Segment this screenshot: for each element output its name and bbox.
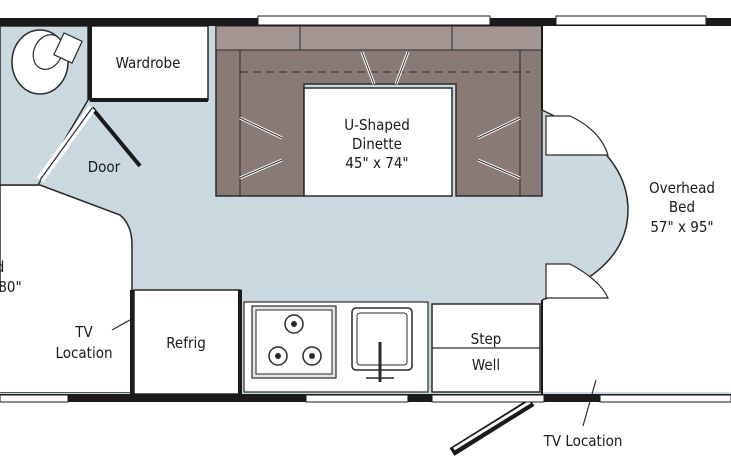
dinette-name-line1: U-Shaped (344, 116, 410, 134)
cab-seat-icon (545, 115, 609, 299)
dinette-table (303, 87, 453, 197)
overhead-bed-name-line2: Bed (669, 198, 695, 216)
step-well-line2: Well (472, 356, 500, 374)
door-label: Door (88, 158, 121, 176)
door-icon (36, 105, 142, 183)
tv-location-left-line1: TV (74, 323, 93, 341)
window (0, 15, 731, 403)
tv-location-left-line2: Location (55, 344, 112, 362)
tv-location-bottom-label: TV Location (543, 432, 623, 450)
overhead-bed-name-line1: Overhead (649, 179, 715, 197)
sink-icon (351, 307, 413, 382)
rear-bed-size-fragment: 80" (0, 278, 22, 296)
stove-icon (251, 305, 337, 379)
rear-bed-label-fragment: d (0, 258, 4, 276)
refrigerator-label: Refrig (166, 334, 206, 352)
dinette-size: 45" x 74" (345, 154, 408, 172)
dinette-name-line2: Dinette (352, 135, 402, 153)
entry-door-icon (449, 398, 535, 456)
tv-pointer-bottom (582, 379, 597, 427)
wardrobe-label: Wardrobe (116, 54, 181, 72)
step-well-line1: Step (471, 330, 502, 348)
tv-pointer-left (111, 319, 131, 331)
overhead-bed-size: 57" x 95" (650, 218, 713, 236)
tv-cabinet-left (0, 292, 132, 392)
refrigerator (133, 289, 241, 395)
dinette-backrest (215, 25, 543, 51)
toilet-icon (11, 29, 83, 95)
